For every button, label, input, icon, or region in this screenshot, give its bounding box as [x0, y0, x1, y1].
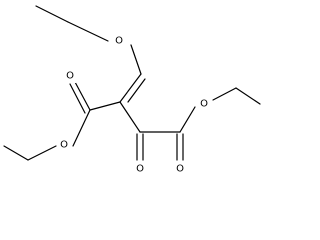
bond-central-carbon-left-ester	[89, 101, 121, 111]
bond-o-vinyl-carbon	[130, 44, 142, 75]
atom-label-o: O	[115, 36, 123, 47]
bond-ethyl-top-ch3-ch2	[35, 5, 69, 23]
bond-left-carbonyl-outer	[74, 81, 91, 111]
bond-central-carbon-ketone	[119, 101, 141, 133]
atom-label-o: O	[136, 164, 144, 175]
skeletal-formula: O O O O O O	[3, 5, 261, 176]
bond-ethyl-top-ch2-o	[67, 21, 109, 42]
atom-label-o: O	[60, 140, 68, 151]
bond-left-ester-c-o	[72, 109, 91, 147]
bond-left-carbonyl-inner	[69, 83, 86, 114]
bond-left-o-ch2	[27, 145, 57, 161]
atom-label-o: O	[176, 164, 184, 175]
atom-o-ether-top: O	[113, 34, 125, 48]
bond-right-ester-c-o	[179, 106, 196, 133]
atom-o-right-alkoxy: O	[198, 97, 210, 111]
atom-o-ketone: O	[134, 162, 146, 176]
bond-right-o-ch2	[212, 87, 237, 101]
bond-c-c-double-outer	[119, 73, 142, 103]
bond-left-ch2-ch3	[3, 145, 29, 161]
atom-o-left-alkoxy: O	[58, 138, 70, 152]
bond-c-c-double-inner	[127, 78, 146, 103]
bond-right-ch2-ch3	[235, 87, 261, 105]
atom-o-left-carbonyl: O	[64, 69, 76, 83]
atom-label-o: O	[200, 99, 208, 110]
atom-label-o: O	[66, 71, 74, 82]
atom-o-right-carbonyl: O	[174, 162, 186, 176]
